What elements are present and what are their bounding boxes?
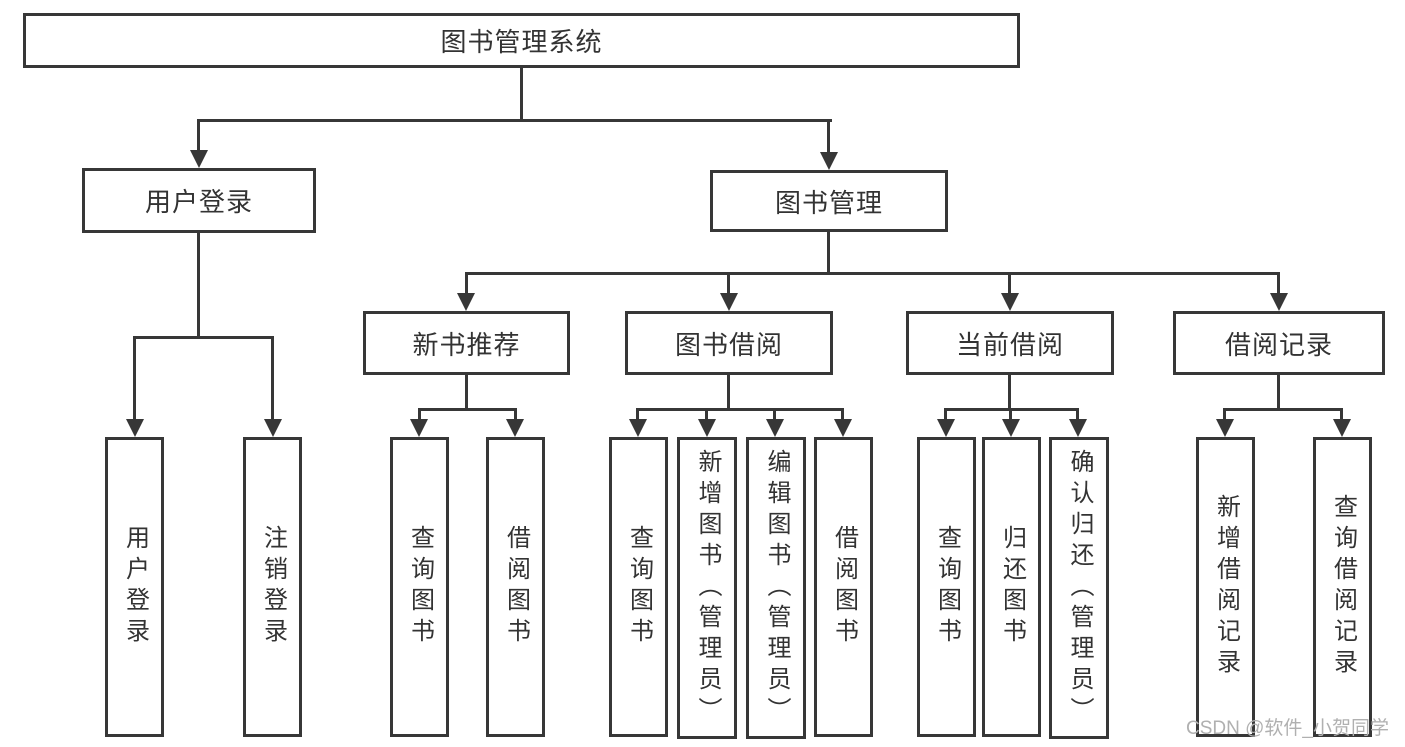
connector-line [1340,408,1343,419]
connector-line [271,336,274,419]
connector-line [197,119,200,150]
connector-line [841,408,844,419]
leaf-recommend-borrow-books-label: 借阅图书 [502,525,530,649]
connector-line [133,336,274,339]
arrow-down-icon [264,419,282,437]
connector-line [727,375,730,408]
arrow-down-icon [506,419,524,437]
connector-line [1277,375,1280,408]
connector-line [514,408,517,419]
leaf-add-books-admin: 新增图书（管理员） [677,437,737,739]
leaf-current-query-books-label: 查询图书 [933,525,961,649]
connector-line [1009,408,1012,419]
connector-line [1223,408,1226,419]
csdn-watermark: CSDN @软件_小贺同学 [1186,718,1389,739]
connector-line [520,68,523,119]
node-library-system: 图书管理系统 [23,13,1020,68]
arrow-down-icon [720,293,738,311]
connector-line [636,408,844,411]
arrow-down-icon [190,150,208,168]
leaf-edit-books-admin: 编辑图书（管理员） [746,437,806,739]
arrow-down-icon [410,419,428,437]
arrow-down-icon [1270,293,1288,311]
leaf-confirm-return-admin: 确认归还（管理员） [1049,437,1109,739]
arrow-down-icon [820,152,838,170]
connector-line [1008,272,1011,293]
leaf-return-books-label: 归还图书 [998,525,1026,649]
node-user-login-label: 用户登录 [144,187,253,217]
node-book-management-label: 图书管理 [774,187,883,218]
node-new-book-recommend: 新书推荐 [363,311,570,375]
connector-line [465,375,468,408]
node-book-borrowing: 图书借阅 [625,311,833,375]
connector-line [197,233,200,336]
connector-line [1223,408,1343,411]
leaf-query-borrow-record-label: 查询借阅记录 [1329,494,1357,680]
connector-line [198,119,832,122]
leaf-add-borrow-record: 新增借阅记录 [1196,437,1255,737]
leaf-recommend-borrow-books: 借阅图书 [486,437,545,737]
connector-line [827,119,830,152]
leaf-borrowing-query-books: 查询图书 [609,437,668,737]
leaf-logout: 注销登录 [243,437,302,737]
leaf-recommend-query-books-label: 查询图书 [406,525,434,649]
connector-line [465,272,468,293]
connector-line [944,408,947,419]
leaf-confirm-return-admin-label: 确认归还（管理员） [1066,448,1093,728]
arrow-down-icon [937,419,955,437]
connector-line [827,232,830,272]
leaf-user-login: 用户登录 [105,437,164,737]
arrow-down-icon [629,419,647,437]
connector-line [727,272,730,293]
leaf-edit-books-admin-label: 编辑图书（管理员） [763,448,790,728]
arrow-down-icon [766,419,784,437]
arrow-down-icon [126,419,144,437]
node-new-book-recommend-label: 新书推荐 [412,329,521,360]
node-current-borrowing-label: 当前借阅 [955,329,1064,360]
leaf-query-borrow-record: 查询借阅记录 [1313,437,1372,737]
connector-line [636,408,639,419]
connector-line [1277,272,1280,293]
leaf-borrow-books-label: 借阅图书 [830,525,858,649]
leaf-return-books: 归还图书 [982,437,1041,737]
connector-line [1008,375,1011,408]
leaf-user-login-label: 用户登录 [121,525,149,649]
node-book-management: 图书管理 [710,170,948,232]
arrow-down-icon [1069,419,1087,437]
arrow-down-icon [834,419,852,437]
leaf-recommend-query-books: 查询图书 [390,437,449,737]
connector-line [418,408,421,419]
leaf-logout-label: 注销登录 [259,525,287,649]
arrow-down-icon [1333,419,1351,437]
connector-line [465,272,1280,275]
leaf-add-books-admin-label: 新增图书（管理员） [694,448,721,728]
leaf-current-query-books: 查询图书 [917,437,976,737]
arrow-down-icon [698,419,716,437]
connector-line [773,408,776,419]
connector-line [705,408,708,419]
connector-line [418,408,517,411]
arrow-down-icon [457,293,475,311]
node-book-borrowing-label: 图书借阅 [674,329,783,360]
node-borrowing-records-label: 借阅记录 [1224,329,1333,360]
arrow-down-icon [1216,419,1234,437]
node-borrowing-records: 借阅记录 [1173,311,1385,375]
connector-line [1076,408,1079,419]
leaf-add-borrow-record-label: 新增借阅记录 [1212,494,1240,680]
arrow-down-icon [1002,419,1020,437]
node-current-borrowing: 当前借阅 [906,311,1114,375]
leaf-borrowing-query-books-label: 查询图书 [625,525,653,649]
arrow-down-icon [1001,293,1019,311]
leaf-borrow-books: 借阅图书 [814,437,873,737]
node-library-system-label: 图书管理系统 [440,27,603,57]
node-user-login: 用户登录 [82,168,316,233]
connector-line [133,336,136,419]
